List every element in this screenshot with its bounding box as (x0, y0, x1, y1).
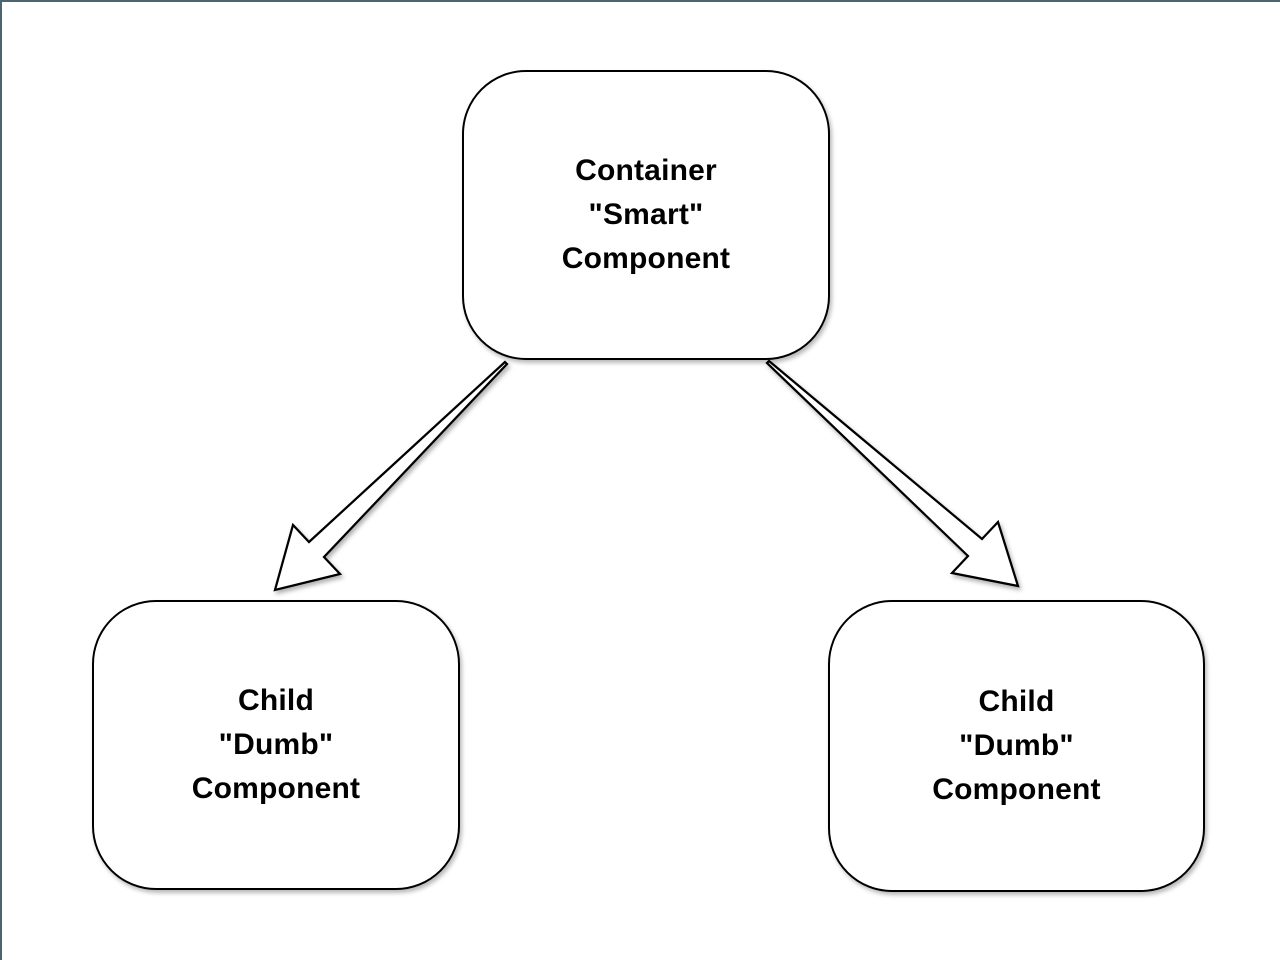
node-child-dumb-component-right: Child "Dumb" Component (828, 600, 1205, 892)
arrow-container-to-left-child (273, 360, 509, 592)
node-label-line: Container (575, 154, 717, 187)
node-label-line: Component (932, 773, 1101, 806)
node-label-line: Child (978, 685, 1055, 718)
node-label: Child "Dumb" Component (932, 680, 1100, 812)
node-label: Child "Dumb" Component (192, 679, 360, 811)
node-label-line: "Dumb" (218, 728, 334, 761)
node-label-line: Component (561, 242, 731, 275)
node-child-dumb-component-left: Child "Dumb" Component (92, 600, 460, 890)
node-label-line: "Smart" (588, 198, 704, 231)
node-label-line: "Dumb" (959, 729, 1074, 762)
node-label-line: Child (237, 684, 314, 717)
node-label: Container "Smart" Component (562, 149, 730, 281)
node-container-smart-component: Container "Smart" Component (462, 70, 830, 360)
arrow-container-to-right-child (765, 359, 1020, 588)
node-label-line: Component (191, 772, 361, 805)
